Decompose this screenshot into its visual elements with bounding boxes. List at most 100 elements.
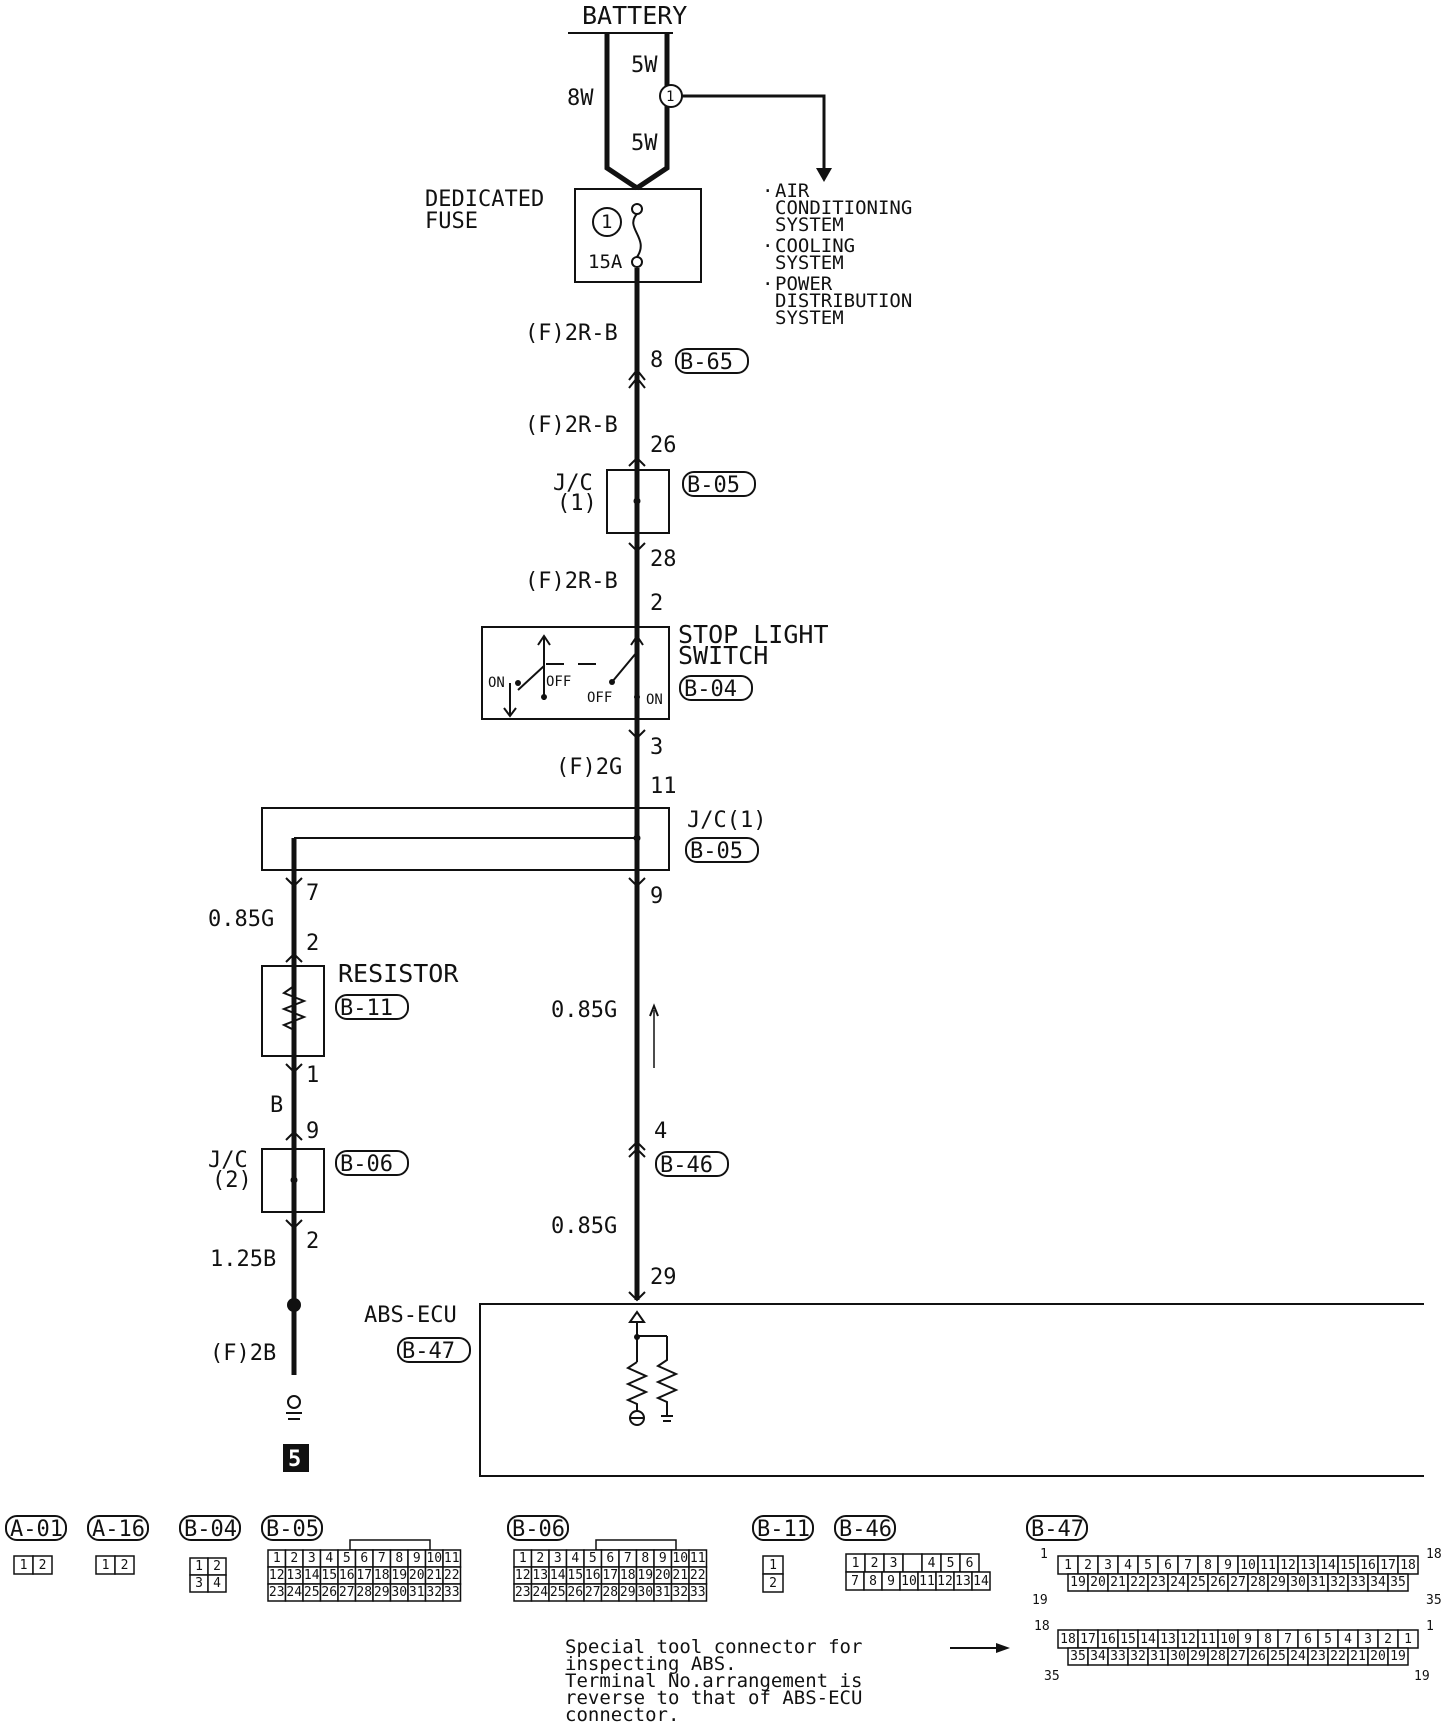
jc1b-label: J/C(1) (687, 808, 766, 833)
junction-connector-1-lower (261, 807, 670, 871)
b06-r2-pin: 17 (602, 1568, 618, 1583)
b06-r2-pin: 19 (637, 1568, 653, 1583)
terminal-mark-icon-5 (285, 877, 303, 888)
b47-r1-pin: 17 (1380, 1558, 1396, 1573)
connector-b11 (335, 994, 409, 1020)
sp-r2-pin: 19 (1390, 1649, 1406, 1664)
b05-key (349, 1539, 431, 1551)
b06-r1-pin: 10 (672, 1551, 688, 1566)
pin-2b: 2 (306, 931, 319, 956)
legend-b-06-label: B-06 (512, 1517, 565, 1542)
b05-r1-pin: 4 (325, 1551, 333, 1566)
b06-r3-pin: 31 (655, 1585, 671, 1600)
b04-r2-pin: 4 (213, 1576, 221, 1591)
battery-label: BATTERY (582, 1, 687, 30)
system-3-line2: DISTRIBUTION (775, 290, 912, 312)
pin-2: 2 (650, 591, 663, 616)
sp-r2-pin: 26 (1250, 1649, 1266, 1664)
b47-r2-pin: 35 (1390, 1575, 1406, 1590)
b46-r2-pin: 10 (901, 1574, 917, 1589)
a16-pin: 1 (102, 1558, 110, 1573)
connector-b65-label: B-65 (680, 350, 733, 375)
terminal-mark-icon-3 (628, 729, 646, 740)
b47-r1-pin: 2 (1084, 1558, 1092, 1573)
b05-r1-pin: 8 (395, 1551, 403, 1566)
sp-r2-pin: 34 (1090, 1649, 1106, 1664)
b46-r1-pin: 5 (947, 1556, 955, 1571)
b06-r1-pin: 3 (554, 1551, 562, 1566)
terminal-mark-icon-8 (285, 1130, 303, 1141)
note-line-4: reverse to that of ABS-ECU (565, 1687, 862, 1709)
b05-r2-pin: 18 (374, 1568, 390, 1583)
abs-ecu-label: ABS-ECU (364, 1303, 457, 1328)
legend-b-11-tag (752, 1515, 814, 1541)
pin-1: 1 (306, 1063, 319, 1088)
b47-r1-pin: 3 (1104, 1558, 1112, 1573)
fuse-number-circle (592, 207, 622, 237)
sp-r1-pin: 4 (1344, 1632, 1352, 1647)
label-8w: 8W (567, 86, 594, 111)
pin-29: 29 (650, 1265, 677, 1290)
abs-ecu-internal-circuit-icon (625, 1310, 679, 1426)
b47-r1-pin: 6 (1164, 1558, 1172, 1573)
b47-r2-pin: 22 (1130, 1575, 1146, 1590)
stop-light-switch-box (481, 626, 670, 720)
b06-r2-pin: 18 (620, 1568, 636, 1583)
b46-r2-pin: 11 (919, 1574, 935, 1589)
b46-r2-cell (971, 1571, 991, 1591)
svg-text:·: · (762, 273, 773, 295)
system-3-line1: POWER (775, 273, 833, 295)
svg-text:·: · (762, 180, 773, 202)
b06-r3-pin: 23 (515, 1585, 531, 1600)
b47-corner: 35 (1426, 1593, 1442, 1608)
b05-r2-pin: 19 (391, 1568, 407, 1583)
pin-8: 8 (650, 348, 663, 373)
fuse-terminal-bottom (631, 256, 643, 268)
sp-r2-pin: 30 (1170, 1649, 1186, 1664)
pin-9b: 9 (306, 1119, 319, 1144)
legend-a-16-tag (87, 1515, 149, 1541)
note-line-2: inspecting ABS. (565, 1653, 737, 1675)
sp-r1-pin: 9 (1244, 1632, 1252, 1647)
legend-b-06-tag (507, 1515, 569, 1541)
b47-r1-pin: 14 (1320, 1558, 1336, 1573)
b06-r2-pin: 12 (515, 1568, 531, 1583)
b46-r2-pin: 14 (973, 1574, 989, 1589)
sp-r1-pin: 8 (1264, 1632, 1272, 1647)
pin-7: 7 (306, 881, 319, 906)
b47-r1-pin: 8 (1204, 1558, 1212, 1573)
b46-r1-pin: 2 (871, 1556, 879, 1571)
b47-r2-cell (1387, 1573, 1409, 1592)
branch-wire (682, 94, 826, 170)
b46-r1-pin: 4 (928, 1556, 936, 1571)
abs-ecu-box (479, 1303, 1424, 1477)
connector-b11-label: B-11 (340, 996, 393, 1021)
sp-r2-pin: 24 (1290, 1649, 1306, 1664)
terminal-mark-icon-9 (285, 1219, 303, 1230)
connector-mark-icon-2 (628, 1140, 646, 1158)
wire-label-3: (F)2R-B (525, 569, 618, 594)
b47-r2-pin: 20 (1090, 1575, 1106, 1590)
b47-r1-pin: 4 (1124, 1558, 1132, 1573)
connector-b05-a (682, 471, 756, 497)
dedicated-fuse-label-2: FUSE (425, 209, 478, 234)
b47-r1-pin: 18 (1400, 1558, 1416, 1573)
terminal-mark-icon-6 (285, 952, 303, 963)
system-1-line1: AIR (775, 180, 810, 202)
b47-r2-pin: 29 (1270, 1575, 1286, 1590)
b05-r1-pin: 5 (343, 1551, 351, 1566)
b06-r3-pin: 30 (637, 1585, 653, 1600)
b06-r1-pin: 9 (659, 1551, 667, 1566)
connector-b06-label: B-06 (340, 1152, 393, 1177)
b05-r3-pin: 30 (391, 1585, 407, 1600)
b47-corner: 18 (1426, 1547, 1442, 1562)
b06-r3-pin: 33 (690, 1585, 706, 1600)
wire-label-9: 0.85G (551, 998, 617, 1023)
b05-r3-pin: 31 (409, 1585, 425, 1600)
terminal-mark-icon-7 (285, 1063, 303, 1074)
b05-r3-pin: 27 (339, 1585, 355, 1600)
b05-r2-pin: 17 (356, 1568, 372, 1583)
fuse-number: 1 (601, 211, 612, 233)
sp-corner: 19 (1414, 1669, 1430, 1684)
stop-light-switch-label-1: STOP LIGHT (678, 620, 829, 649)
